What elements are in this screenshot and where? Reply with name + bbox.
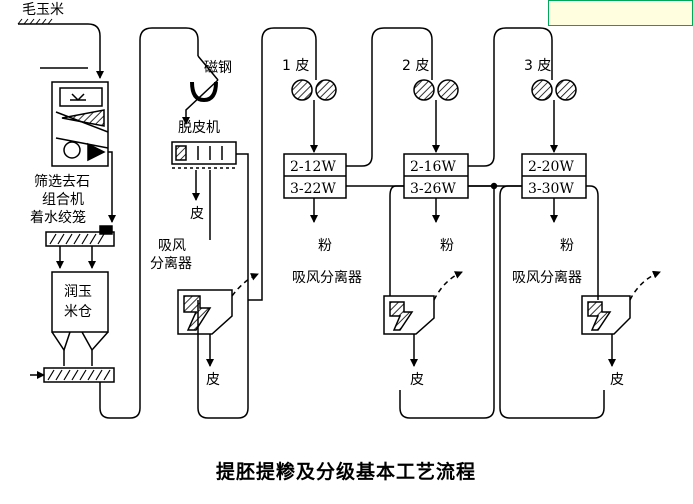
cyclone-common-label: 吸风分离器: [292, 269, 362, 286]
aspirator-cyclone-2: [383, 271, 463, 367]
screen-label-1: 筛选去石: [34, 174, 90, 190]
magnet: [182, 55, 219, 125]
sieve-2-bottom: 3-26W: [410, 181, 456, 197]
note-box: [548, 0, 693, 26]
roll-1-label: 1 皮: [282, 58, 309, 74]
flour-3-label: 粉: [560, 238, 574, 254]
sieve-stage-1: [283, 153, 347, 223]
wetting-auger-label: 着水绞笼: [30, 209, 86, 226]
sieve-stage-2: [403, 153, 469, 223]
sieve-2-top: 2-16W: [410, 159, 456, 175]
roll-stage-3: [531, 79, 577, 153]
roll-3-label: 3 皮: [524, 58, 551, 74]
magnet-label: 磁钢: [204, 60, 232, 76]
dehuller: [171, 141, 237, 169]
roll-stage-1: [291, 79, 337, 153]
diagram-title: 提胚提糁及分级基本工艺流程: [216, 460, 476, 483]
raw-corn-inlet: [17, 18, 104, 79]
conveyor-loop-2: [197, 27, 317, 419]
sieve-1-top: 2-12W: [290, 159, 336, 175]
cyclone-common-label-3: 吸风分离器: [512, 269, 582, 286]
bottom-auger: [30, 367, 115, 383]
sieve-stage-3: [521, 153, 587, 223]
tempering-bin: [51, 271, 109, 366]
roll-2-label: 2 皮: [402, 58, 429, 74]
cyclone1-label-1: 吸风: [158, 238, 186, 254]
screening-destoner-machine: [51, 81, 109, 167]
bran-label-3: 皮: [610, 372, 624, 388]
bran-label-2: 皮: [410, 372, 424, 388]
bran-label-dehuller: 皮: [190, 206, 204, 222]
aspirator-cyclone-1: [177, 273, 259, 367]
aspirator-cyclone-3: [581, 270, 661, 367]
conveyor-loop-3: [399, 185, 495, 419]
conveyor-loop-1: [99, 27, 199, 419]
wetting-auger: [45, 225, 115, 247]
raw-corn-label: 毛玉米: [22, 2, 64, 18]
cyclone1-label-2: 分离器: [150, 255, 192, 272]
bin-label-1: 润玉: [64, 284, 92, 300]
conveyor-loop-4: [499, 185, 605, 419]
bin-label-2: 米仓: [64, 304, 92, 320]
flour-1-label: 粉: [318, 238, 332, 254]
dehuller-label: 脱皮机: [178, 120, 220, 136]
sieve-1-bottom: 3-22W: [290, 181, 336, 197]
flour-2-label: 粉: [440, 238, 454, 254]
sieve-3-bottom: 3-30W: [528, 181, 574, 197]
bran-label-1: 皮: [206, 372, 220, 388]
sieve-3-top: 2-20W: [528, 159, 574, 175]
screen-label-2: 组合机: [42, 192, 84, 208]
roll-stage-2: [413, 79, 459, 153]
